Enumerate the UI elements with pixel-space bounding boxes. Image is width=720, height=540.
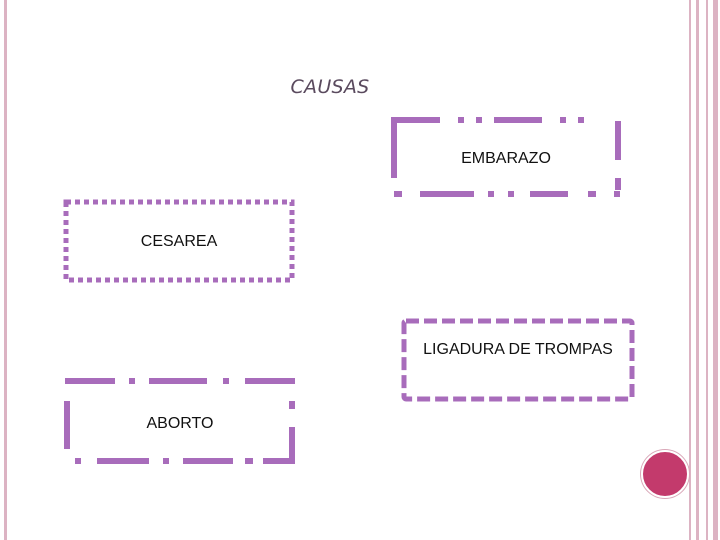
right-side-rule-1 [689,0,691,540]
right-side-rule-2 [696,0,699,540]
node-label: LIGADURA DE TROMPAS [423,341,613,358]
node-aborto: ABORTO [63,378,297,464]
box-border [391,117,621,197]
node-label: CESAREA [140,233,218,250]
accent-circle [641,450,689,498]
node-label: EMBARAZO [461,150,551,167]
right-side-rule-4 [713,0,718,540]
node-ligadura: LIGADURA DE TROMPAS [401,318,635,402]
node-cesarea: CESAREA [63,199,295,283]
left-side-rule [4,0,7,540]
node-embarazo: EMBARAZO [391,117,621,197]
diagram-title: CAUSAS [290,76,370,98]
right-side-rule-3 [706,0,708,540]
box-border [64,378,295,464]
node-label: ABORTO [146,415,214,432]
box-border [63,199,295,283]
box-border [401,318,635,402]
